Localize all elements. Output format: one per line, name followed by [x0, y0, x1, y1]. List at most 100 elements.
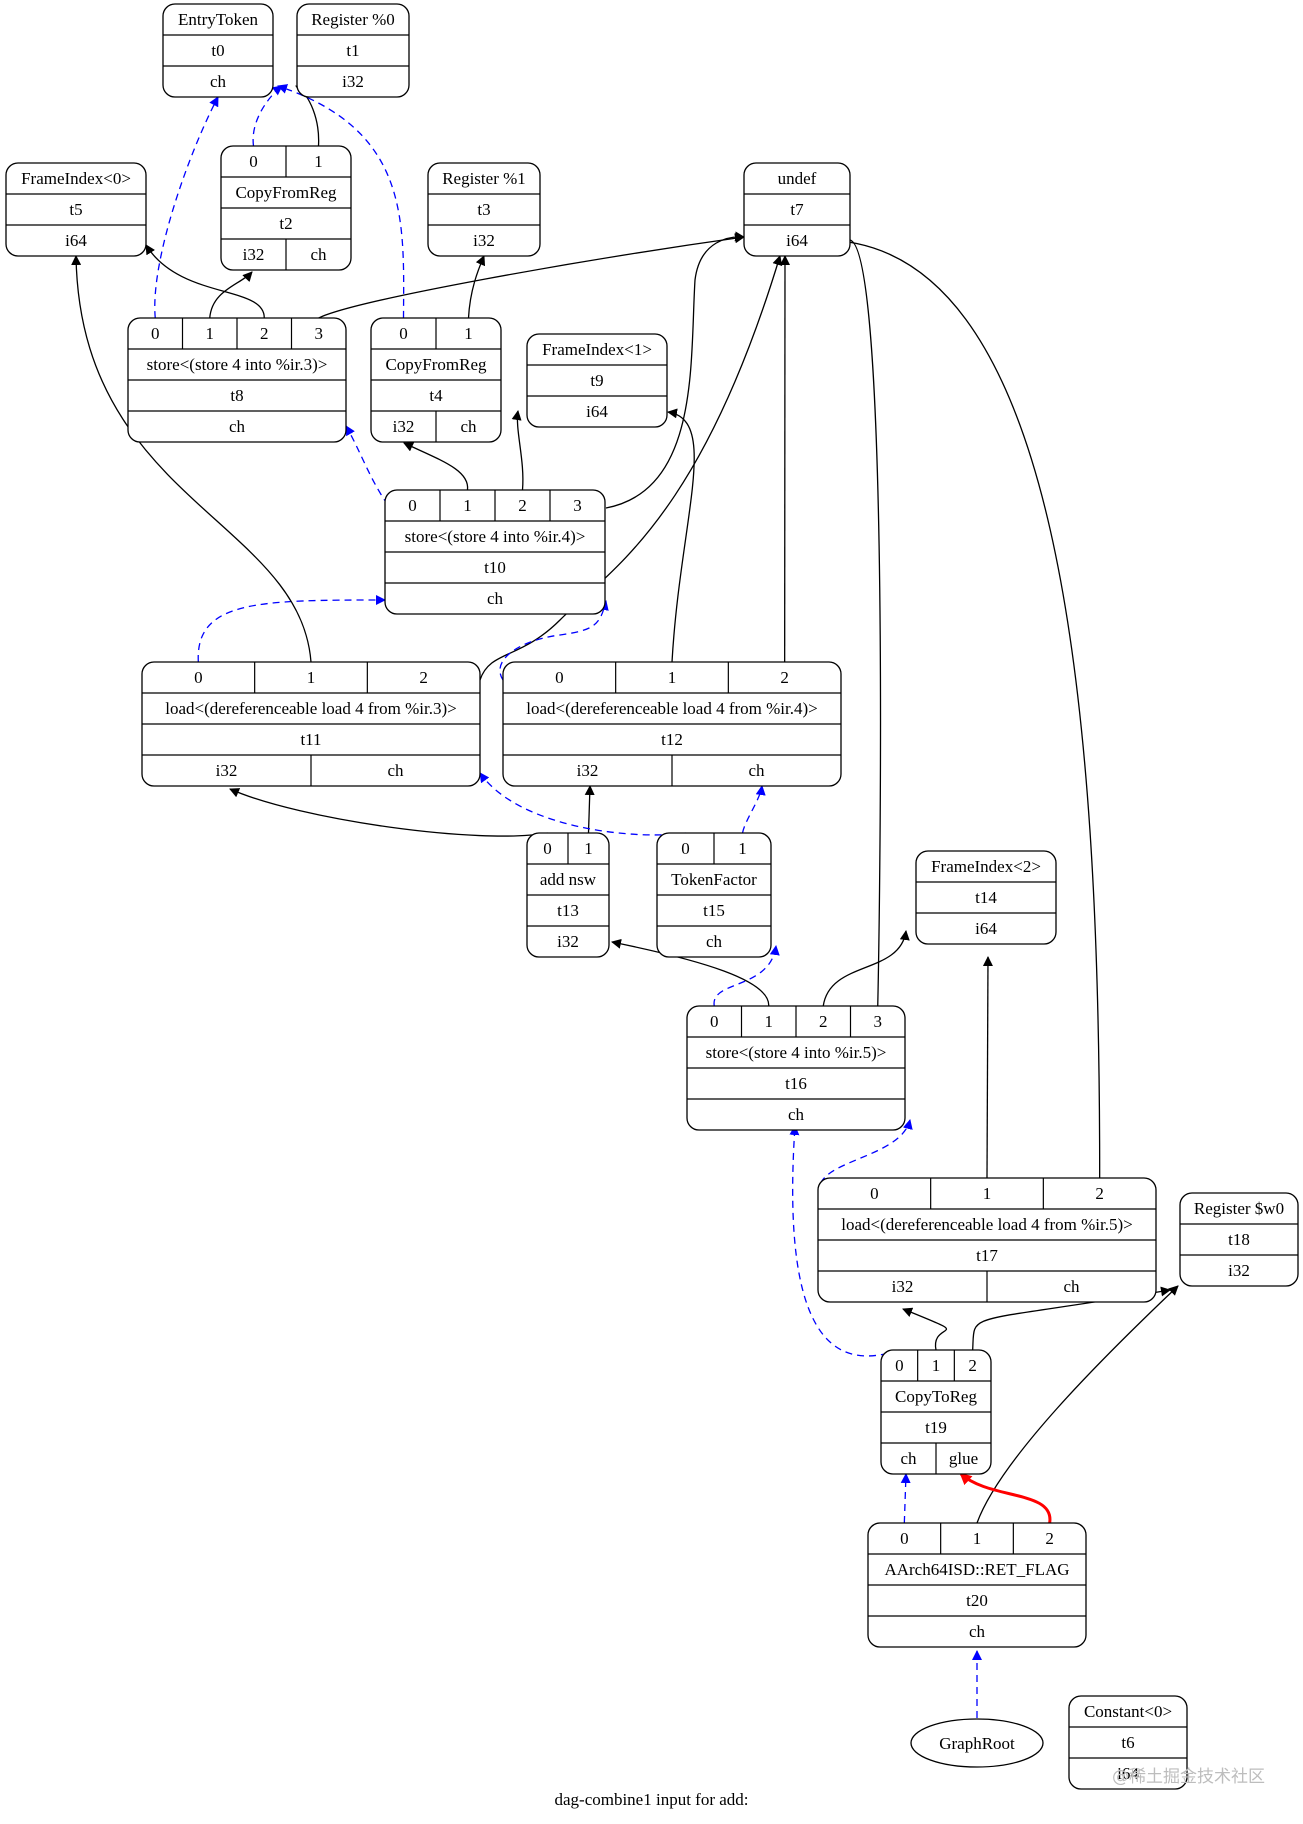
node-box [526, 333, 668, 428]
node-op-label: load<(dereferenceable load 4 from %ir.4)… [526, 699, 818, 718]
edge-t19-chain [789, 1125, 900, 1357]
edge-t16-chain [713, 945, 780, 1007]
node-op-label: Constant<0> [1084, 1702, 1172, 1721]
node-id-label: t14 [975, 888, 997, 907]
edge-t12-chain [499, 600, 609, 681]
result-type-i32: i32 [892, 1277, 914, 1296]
node-box [743, 162, 851, 257]
node-op-label: CopyFromReg [385, 355, 487, 374]
edge-t11-fi [71, 255, 312, 663]
node-id-label: t7 [790, 200, 804, 219]
port-1: 1 [307, 668, 316, 687]
result-type-ch: ch [310, 245, 327, 264]
result-type-i64: i64 [975, 919, 997, 938]
node-id-label: t15 [703, 901, 725, 920]
port-2: 2 [819, 1012, 828, 1031]
result-type-ch: ch [487, 589, 504, 608]
node-box [915, 850, 1057, 945]
node-op-label: CopyToReg [895, 1387, 977, 1406]
edge-t12-fi [667, 408, 695, 663]
node-op-label: FrameIndex<2> [931, 857, 1041, 876]
port-3: 3 [573, 496, 582, 515]
node-op-label: CopyFromReg [235, 183, 337, 202]
port-1: 1 [463, 496, 472, 515]
port-2: 2 [260, 324, 269, 343]
port-1: 1 [983, 1184, 992, 1203]
port-1: 1 [314, 152, 323, 171]
port-2: 2 [518, 496, 527, 515]
edge-t16-fi [822, 930, 910, 1007]
port-1: 1 [464, 324, 473, 343]
edge-t11-undef [479, 255, 783, 681]
edge-t13-rhs [584, 785, 595, 834]
edge-t16-val [611, 938, 770, 1007]
result-type-i32: i32 [216, 761, 238, 780]
node-op-label: FrameIndex<0> [21, 169, 131, 188]
node-id-label: t6 [1121, 1733, 1134, 1752]
node-op-label: Register $w0 [1194, 1199, 1284, 1218]
node-box [162, 3, 274, 98]
node-op-label: undef [778, 169, 817, 188]
port-1: 1 [206, 324, 215, 343]
node-box [296, 3, 410, 98]
node-op-label: store<(store 4 into %ir.5)> [706, 1043, 887, 1062]
port-0: 0 [710, 1012, 719, 1031]
result-type-glue: glue [949, 1449, 978, 1468]
port-1: 1 [738, 839, 747, 858]
node-id-label: t2 [279, 214, 292, 233]
port-2: 2 [419, 668, 428, 687]
node-id-label: t12 [661, 730, 683, 749]
edge-t10-undef [605, 231, 745, 509]
port-3: 3 [874, 1012, 883, 1031]
port-0: 0 [249, 152, 258, 171]
node-op-label: FrameIndex<1> [542, 340, 652, 359]
result-type-i64: i64 [586, 402, 608, 421]
result-type-i32: i32 [473, 231, 495, 250]
node-t9: FrameIndex<1> t9 i64 [526, 333, 668, 428]
node-id-label: t9 [590, 371, 603, 390]
port-1: 1 [765, 1012, 774, 1031]
edge-t8-undef [318, 233, 745, 319]
edge-t15-t12 [741, 785, 766, 834]
port-0: 0 [895, 1356, 904, 1375]
node-t14: FrameIndex<2> t14 i64 [915, 850, 1057, 945]
result-type-ch: ch [706, 932, 723, 951]
node-op-label: Register %0 [311, 10, 395, 29]
result-type-ch: ch [900, 1449, 917, 1468]
port-0: 0 [681, 839, 690, 858]
node-box [1179, 1192, 1299, 1287]
node-op-label: TokenFactor [671, 870, 757, 889]
node-op-label: store<(store 4 into %ir.3)> [147, 355, 328, 374]
edge-t13-lhs [229, 788, 548, 837]
port-1: 1 [668, 668, 677, 687]
result-type-ch: ch [210, 72, 227, 91]
edge-t8-chain [154, 96, 219, 319]
result-type-ch: ch [229, 417, 246, 436]
graph-root-node: GraphRoot [910, 1718, 1044, 1768]
result-type-ch: ch [1063, 1277, 1080, 1296]
edge-t17-fi [982, 956, 993, 1179]
graph-caption: dag-combine1 input for add: [554, 1790, 749, 1809]
port-1: 1 [584, 839, 593, 858]
port-0: 0 [408, 496, 417, 515]
result-type-ch: ch [460, 417, 477, 436]
result-type-ch: ch [387, 761, 404, 780]
port-2: 2 [780, 668, 789, 687]
node-id-label: t17 [976, 1246, 998, 1265]
port-1: 1 [973, 1529, 982, 1548]
edge-t15-t11 [479, 772, 686, 836]
port-1: 1 [932, 1356, 941, 1375]
